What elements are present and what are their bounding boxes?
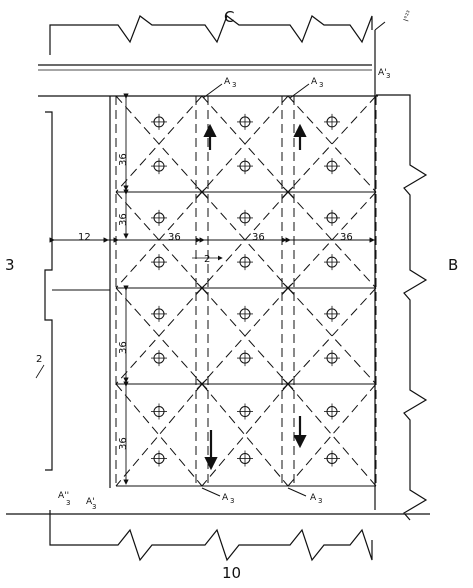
- bay-diagonal: [115, 383, 203, 487]
- axis-label-left: 3: [5, 256, 15, 274]
- svg-text:3: 3: [230, 497, 234, 505]
- callout-mid: 2: [204, 254, 210, 265]
- bay-diagonal: [115, 95, 203, 193]
- bay-diagonal: [287, 383, 377, 487]
- section-mark-top-right: A'3: [378, 68, 390, 80]
- node-mark: [282, 186, 294, 198]
- node-mark: [282, 378, 294, 390]
- node-mark: [196, 282, 208, 294]
- bay-diagonal: [115, 383, 203, 487]
- axis-label-top: C: [224, 8, 234, 26]
- bay-diagonal: [287, 95, 377, 193]
- bay-diagonal: [201, 95, 289, 193]
- svg-text:3: 3: [232, 81, 236, 89]
- top-boundary-line: [49, 15, 373, 55]
- callout-left: 2: [36, 354, 42, 365]
- grouting-grid: [49, 83, 377, 497]
- svg-text:A': A': [86, 497, 95, 507]
- section-leader: [202, 83, 223, 99]
- svg-text:A: A: [224, 77, 231, 87]
- section-leader: [289, 83, 310, 99]
- section-mark-bottom-left-1: A''3: [58, 491, 70, 507]
- svg-text:A': A': [378, 68, 387, 78]
- bay-diagonal: [287, 383, 377, 487]
- svg-text:A: A: [222, 493, 229, 503]
- bay-diagonal: [201, 383, 289, 487]
- svg-text:3: 3: [386, 72, 390, 80]
- node-mark: [196, 186, 208, 198]
- bay-diagonal: [287, 191, 377, 289]
- svg-text:A'': A'': [58, 491, 69, 501]
- svg-text:3: 3: [319, 81, 323, 89]
- section-leader: [287, 487, 307, 497]
- dim-row-2: 36: [118, 213, 129, 226]
- section-leader: [201, 487, 221, 497]
- corner-note: l°²³: [402, 9, 413, 22]
- dim-row-1: 36: [118, 153, 129, 166]
- axis-label-right: B: [448, 256, 458, 274]
- svg-text:3: 3: [92, 503, 96, 511]
- svg-text:A: A: [310, 493, 317, 503]
- svg-text:A: A: [311, 77, 318, 87]
- dim-col-2: 36: [252, 232, 265, 243]
- dim-col-3: 36: [340, 232, 353, 243]
- right-boundary-line: [376, 94, 428, 521]
- bay-diagonal: [287, 95, 377, 193]
- node-mark: [196, 378, 208, 390]
- bay-diagonal: [287, 287, 377, 385]
- left-boundary-line: [44, 111, 53, 471]
- dim-col-1: 36: [168, 232, 181, 243]
- svg-text:3: 3: [318, 497, 322, 505]
- bay-diagonal: [201, 383, 289, 487]
- node-mark: [282, 282, 294, 294]
- bay-diagonal: [287, 287, 377, 385]
- bay-diagonal: [287, 191, 377, 289]
- bottom-boundary-line: [49, 510, 373, 562]
- dim-left-width: 12: [78, 232, 91, 243]
- dim-row-4: 36: [118, 437, 129, 450]
- svg-text:3: 3: [66, 499, 70, 507]
- bay-diagonal: [115, 287, 203, 385]
- bay-diagonal: [201, 287, 289, 385]
- dim-row-3: 36: [118, 341, 129, 354]
- axis-label-bottom: 10: [222, 564, 241, 582]
- section-mark-bottom-left-2: A'3: [86, 497, 96, 511]
